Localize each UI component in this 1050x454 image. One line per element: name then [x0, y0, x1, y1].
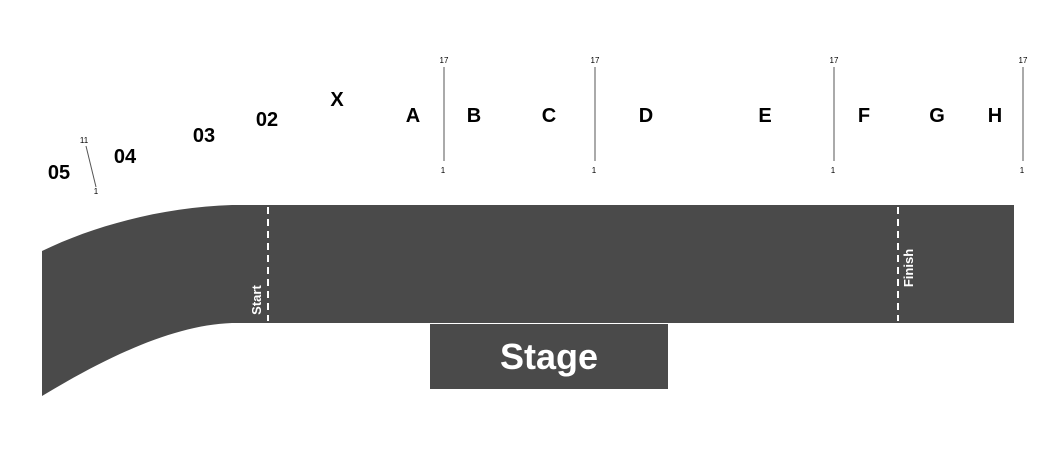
- section-g[interactable]: G: [929, 105, 945, 127]
- row-number-bottom-2: 1: [592, 166, 597, 175]
- row-divider-0: [85, 145, 97, 188]
- section-d[interactable]: D: [639, 105, 653, 127]
- section-02[interactable]: 02: [256, 109, 278, 131]
- section-05[interactable]: 05: [48, 162, 70, 184]
- row-number-top-1: 17: [440, 56, 449, 65]
- stage-label: Stage: [500, 336, 598, 377]
- row-number-bottom-3: 1: [831, 166, 836, 175]
- section-x[interactable]: X: [330, 89, 344, 111]
- section-04[interactable]: 04: [114, 146, 137, 168]
- section-c[interactable]: C: [542, 105, 556, 127]
- section-h[interactable]: H: [988, 105, 1002, 127]
- section-03[interactable]: 03: [193, 125, 215, 147]
- row-number-bottom-0: 1: [94, 187, 99, 196]
- section-b[interactable]: B: [467, 105, 481, 127]
- row-number-top-2: 17: [591, 56, 600, 65]
- stage-block[interactable]: [430, 324, 668, 389]
- track-area[interactable]: [42, 205, 1014, 396]
- finish-label: Finish: [901, 249, 916, 287]
- row-number-top-4: 17: [1019, 56, 1028, 65]
- row-number-top-0: 11: [80, 136, 89, 145]
- section-e[interactable]: E: [758, 105, 771, 127]
- row-number-top-3: 17: [830, 56, 839, 65]
- row-number-bottom-4: 1: [1020, 166, 1025, 175]
- section-f[interactable]: F: [858, 105, 870, 127]
- section-a[interactable]: A: [406, 105, 420, 127]
- start-label: Start: [249, 285, 264, 315]
- row-number-bottom-1: 1: [441, 166, 446, 175]
